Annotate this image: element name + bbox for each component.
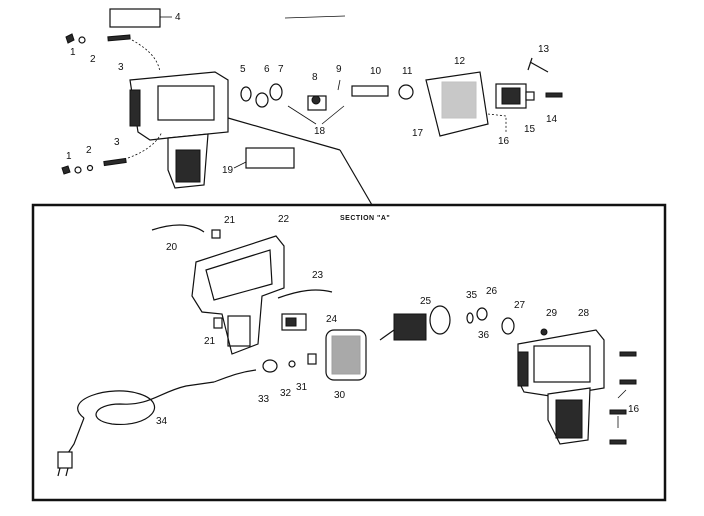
callout-6: 6 <box>264 64 270 75</box>
bearing-26 <box>476 307 488 321</box>
callout-22: 22 <box>278 214 290 225</box>
callout-1-bottom: 1 <box>66 151 72 162</box>
screw-set-bottom <box>61 131 163 175</box>
label-plate-19 <box>245 147 295 169</box>
switch-24 <box>281 313 307 331</box>
callout-15: 15 <box>524 124 536 135</box>
chuck-key-13 <box>527 57 549 73</box>
callout-36: 36 <box>478 330 490 341</box>
callout-23: 23 <box>312 270 324 281</box>
housing-half-22 <box>191 235 285 355</box>
callout-29: 29 <box>546 308 558 319</box>
clip-21-top <box>211 229 221 239</box>
callout-12: 12 <box>454 56 466 67</box>
part-33 <box>262 359 278 373</box>
field-30 <box>325 329 367 381</box>
callout-14: 14 <box>546 114 558 125</box>
drill-body-top <box>129 71 229 189</box>
callout-11: 11 <box>402 66 413 77</box>
screw-29 <box>540 328 548 336</box>
callout-8: 8 <box>312 72 318 83</box>
callout-9: 9 <box>336 64 342 75</box>
gear-case-12 <box>425 71 489 137</box>
wire-20 <box>151 224 205 233</box>
callout-16-section: 16 <box>628 404 640 415</box>
callout-33: 33 <box>258 394 270 405</box>
callout-21-bottom: 21 <box>204 336 216 347</box>
callout-2-bottom: 2 <box>86 145 92 156</box>
callout-7: 7 <box>278 64 284 75</box>
callout-16-top: 16 <box>498 136 510 147</box>
callout-5: 5 <box>240 64 246 75</box>
callout-3-top: 3 <box>118 62 124 73</box>
callout-17: 17 <box>412 128 424 139</box>
callout-34: 34 <box>156 416 168 427</box>
callout-21-top: 21 <box>224 215 236 226</box>
callout-28: 28 <box>578 308 590 319</box>
armature-25 <box>379 305 451 341</box>
spring-23 <box>277 289 333 299</box>
washer-27 <box>501 317 515 335</box>
callout-32: 32 <box>280 388 292 399</box>
part-32 <box>288 360 296 368</box>
chuck-15 <box>495 83 535 109</box>
callout-4: 4 <box>175 12 181 23</box>
callout-20: 20 <box>166 242 178 253</box>
section-a-title: SECTION "A" <box>340 215 390 222</box>
screw-set-top <box>65 33 161 73</box>
section-a-frame <box>31 203 667 502</box>
callout-35: 35 <box>466 290 478 301</box>
callout-24: 24 <box>326 314 338 325</box>
callout-27: 27 <box>514 300 526 311</box>
callout-1-top: 1 <box>70 47 76 58</box>
screw-14 <box>545 92 563 98</box>
cord-34 <box>57 369 257 477</box>
callout-3-bottom: 3 <box>114 137 120 148</box>
callout-30: 30 <box>334 390 346 401</box>
callout-18: 18 <box>314 126 326 137</box>
parts-5-11 <box>240 79 414 111</box>
screws-16-section <box>609 351 637 445</box>
callout-13: 13 <box>538 44 550 55</box>
callout-26: 26 <box>486 286 498 297</box>
callout-2-top: 2 <box>90 54 96 65</box>
washer-35 <box>466 312 474 324</box>
callout-10: 10 <box>370 66 382 77</box>
callout-25: 25 <box>420 296 432 307</box>
callout-31: 31 <box>296 382 308 393</box>
label-plate-4 <box>109 8 161 28</box>
callout-19: 19 <box>222 165 234 176</box>
brush-31 <box>307 353 317 365</box>
clip-21-bottom <box>213 317 223 329</box>
housing-28 <box>517 329 605 445</box>
